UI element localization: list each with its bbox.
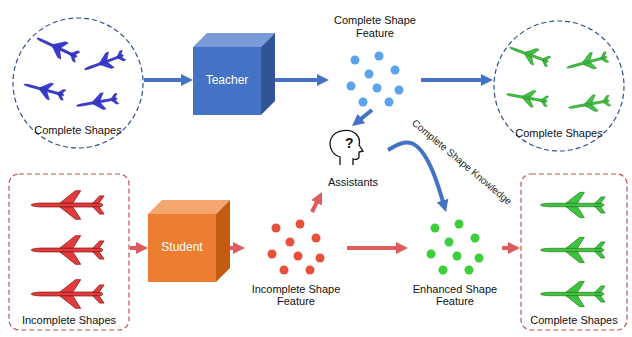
feature-dot: [280, 266, 289, 275]
dashed-panel: Incomplete Shapes: [8, 173, 130, 331]
cube-side: [261, 33, 275, 115]
feature-dot: [316, 254, 325, 263]
feature-dot: [427, 250, 436, 259]
flow-arrow: [275, 78, 319, 82]
feature-dot: [465, 266, 474, 275]
feature-dot: [373, 84, 382, 93]
edge-label: Complete Shape Knowledge: [410, 117, 514, 207]
cube-front: [193, 47, 261, 115]
flow-arrow: [360, 110, 372, 120]
feature-dot: [445, 238, 454, 247]
airplane: [22, 76, 67, 103]
airplane: [541, 192, 605, 217]
node-label: Complete Shapes: [34, 124, 121, 137]
node-label: Complete Shapes: [515, 127, 602, 140]
airplane: [507, 40, 552, 70]
airplane: [505, 86, 549, 110]
node-label: Incomplete Shapes: [22, 314, 116, 327]
feature-dot: [395, 86, 404, 95]
feature-dot: [294, 252, 303, 261]
feature-dot: [471, 234, 480, 243]
dashed-circle-outline: [13, 18, 143, 148]
feature-dot: [385, 98, 394, 107]
flow-arrow: [312, 201, 318, 212]
node-outline: [8, 173, 130, 331]
dashed-circle: Complete Shapes: [12, 17, 144, 149]
airplane: [541, 281, 605, 306]
node-label: Teacher: [206, 74, 249, 88]
dashed-circle-outline: [494, 21, 624, 151]
dashed-panel: Complete Shapes: [520, 173, 628, 331]
node-label: Incomplete Shape Feature: [245, 283, 347, 308]
feature-dot: [475, 254, 484, 263]
feature-dot: [391, 66, 400, 75]
flow-arrow: [421, 78, 483, 82]
airplane: [31, 236, 104, 265]
flow-arrow: [144, 78, 183, 82]
airplane: [75, 90, 119, 114]
head-icon: [330, 130, 363, 165]
question-mark: ?: [345, 136, 354, 150]
cube-front: [148, 214, 216, 282]
flow-arrow: [502, 246, 510, 250]
dashed-panel-outline: [521, 174, 627, 330]
node-label: Enhanced Shape Feature: [408, 283, 502, 308]
feature-cluster: Incomplete Shape Feature: [245, 212, 347, 310]
airplane: [31, 191, 104, 220]
airplane: [565, 49, 610, 76]
cube-top: [148, 200, 230, 214]
student-cube: Student: [148, 200, 230, 282]
dashed-panel-outline: [9, 174, 129, 330]
flow-arrow: [130, 246, 138, 250]
feature-dot: [347, 82, 356, 91]
feature-cluster: Complete Shape Feature: [329, 14, 421, 110]
node-label: Assistants: [328, 176, 378, 189]
airplane: [33, 30, 81, 65]
node-outline: [408, 212, 502, 310]
blue-airplanes: [22, 30, 127, 114]
feature-dot: [375, 52, 384, 61]
flow-arrow: [388, 142, 443, 202]
feature-dot: [296, 220, 305, 229]
teacher-cube: Teacher: [193, 33, 275, 115]
feature-cluster: Enhanced Shape Feature: [408, 212, 502, 310]
red-airplanes: [31, 191, 104, 309]
node-label: Complete Shape Feature: [329, 14, 421, 39]
flow-arrow: [230, 246, 235, 250]
cube-side: [216, 200, 230, 282]
airplane: [82, 47, 127, 77]
feature-dot: [272, 224, 281, 233]
feature-dot: [365, 70, 374, 79]
cube-top: [193, 33, 275, 47]
feature-dot: [359, 98, 368, 107]
airplane: [541, 237, 605, 262]
dashed-circle: Complete Shapes: [493, 20, 625, 152]
node-outline: [245, 212, 347, 310]
flow-arrow: [347, 246, 398, 250]
feature-dot: [268, 250, 277, 259]
feature-dot: [431, 224, 440, 233]
airplane: [31, 280, 104, 309]
feature-dot: [306, 266, 315, 275]
feature-dot: [455, 220, 464, 229]
feature-dot: [439, 266, 448, 275]
node-label: Complete Shapes: [530, 314, 617, 327]
airplane: [567, 92, 611, 116]
feature-dot: [351, 56, 360, 65]
node-label: Student: [161, 241, 202, 255]
feature-dot: [312, 234, 321, 243]
node-outline: [520, 173, 628, 331]
feature-dot: [286, 238, 295, 247]
feature-dot: [453, 252, 462, 261]
